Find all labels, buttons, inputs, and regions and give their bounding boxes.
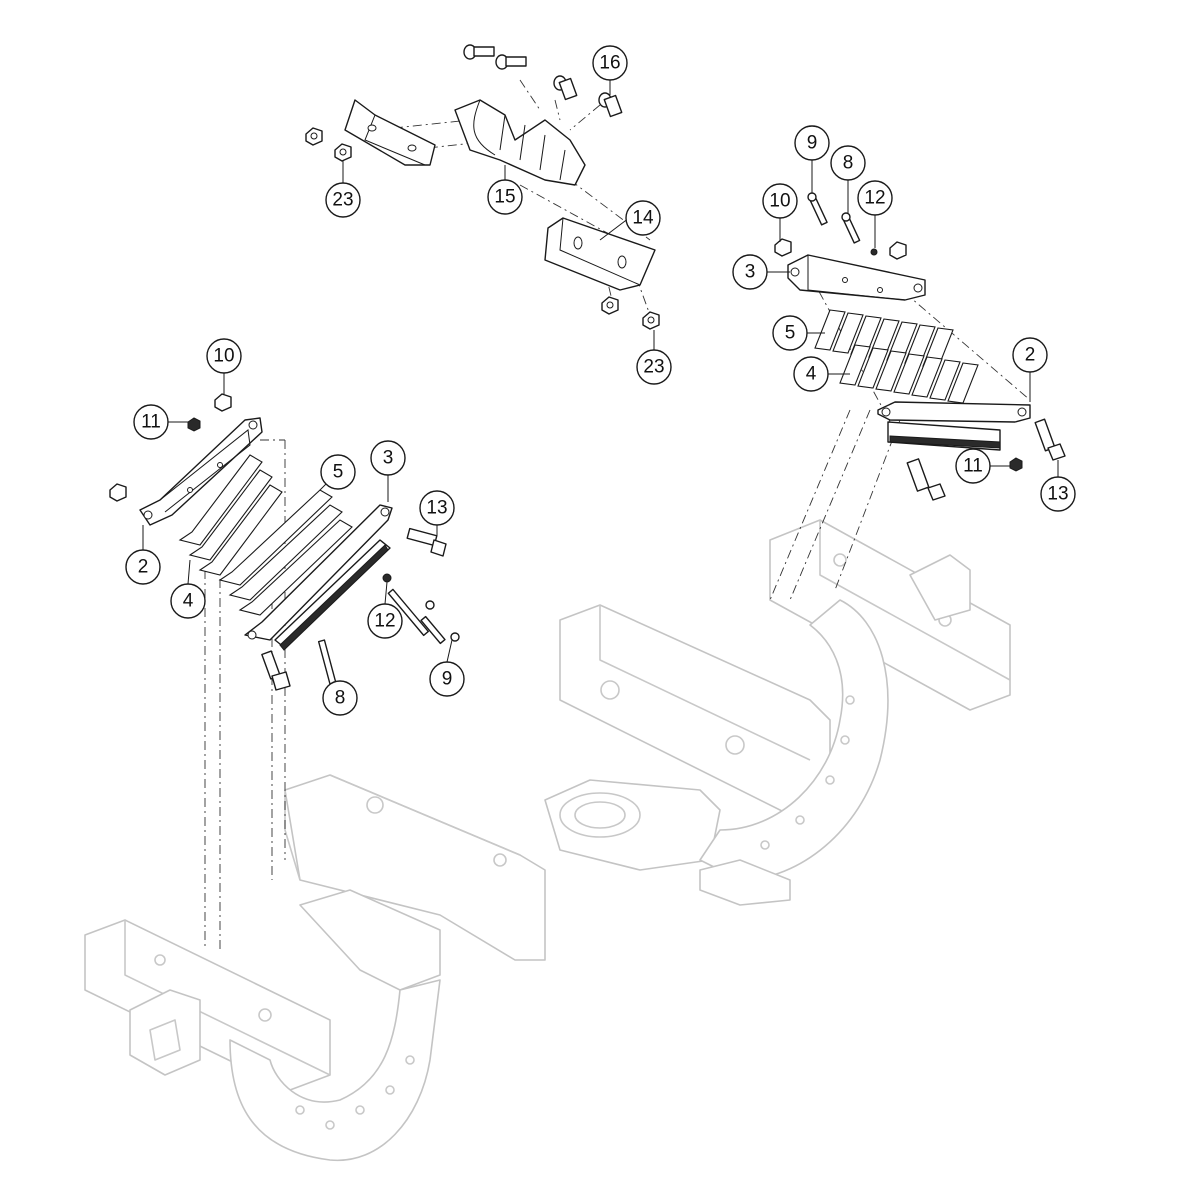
callout-23-top-right: 23 bbox=[636, 349, 672, 385]
right-hitch-frame bbox=[544, 519, 1011, 906]
svg-text:13: 13 bbox=[426, 498, 447, 519]
callout-13-left: 13 bbox=[419, 490, 455, 526]
right-top-bracket bbox=[787, 254, 926, 301]
callout-12-right: 12 bbox=[857, 180, 893, 216]
callout-11-left: 11 bbox=[133, 404, 169, 440]
svg-text:23: 23 bbox=[643, 357, 664, 378]
svg-text:8: 8 bbox=[843, 153, 854, 174]
svg-text:11: 11 bbox=[141, 412, 161, 433]
right-bottom-bracket bbox=[877, 401, 1031, 423]
callout-8-right: 8 bbox=[830, 145, 866, 181]
svg-text:3: 3 bbox=[383, 448, 394, 469]
svg-text:2: 2 bbox=[1025, 345, 1036, 366]
svg-text:10: 10 bbox=[213, 346, 234, 367]
svg-text:9: 9 bbox=[807, 133, 818, 154]
hex-nuts-23 bbox=[305, 127, 660, 330]
callout-3-left: 3 bbox=[370, 440, 406, 476]
callout-3-right: 3 bbox=[732, 254, 768, 290]
svg-text:23: 23 bbox=[332, 190, 353, 211]
callout-16: 16 bbox=[592, 45, 628, 81]
callout-11-right: 11 bbox=[955, 448, 991, 484]
callout-13-right: 13 bbox=[1040, 476, 1076, 512]
callout-4-right: 4 bbox=[793, 356, 829, 392]
right-slats-4 bbox=[839, 344, 979, 404]
callout-4-left: 4 bbox=[170, 583, 206, 619]
svg-text:16: 16 bbox=[599, 53, 620, 74]
deflector-part-15 bbox=[454, 99, 586, 186]
leader-lines bbox=[142, 77, 1059, 697]
svg-text:11: 11 bbox=[963, 456, 983, 477]
callout-10-right: 10 bbox=[762, 183, 798, 219]
callout-5-right: 5 bbox=[772, 315, 808, 351]
callouts: 16 23 15 14 23 9 8 10 12 3 5 4 2 11 13 1… bbox=[125, 45, 1076, 716]
svg-text:10: 10 bbox=[769, 191, 790, 212]
callout-23-top-left: 23 bbox=[325, 182, 361, 218]
left-back-bracket bbox=[139, 417, 263, 526]
right-bolts-13 bbox=[906, 418, 1066, 501]
svg-text:3: 3 bbox=[745, 262, 756, 283]
left-bracket-assembly bbox=[109, 393, 460, 697]
callout-14: 14 bbox=[625, 200, 661, 236]
svg-text:13: 13 bbox=[1047, 484, 1068, 505]
left-hitch-frame bbox=[84, 774, 546, 1162]
carriage-bolts bbox=[463, 44, 623, 118]
callout-15: 15 bbox=[487, 179, 523, 215]
callout-2-left: 2 bbox=[125, 549, 161, 585]
svg-text:2: 2 bbox=[138, 557, 149, 578]
svg-text:5: 5 bbox=[785, 323, 796, 344]
svg-text:5: 5 bbox=[333, 462, 344, 483]
top-deflector-assembly bbox=[305, 44, 660, 330]
callout-9-left: 9 bbox=[429, 661, 465, 697]
svg-text:12: 12 bbox=[864, 188, 885, 209]
svg-text:12: 12 bbox=[374, 611, 395, 632]
svg-text:9: 9 bbox=[442, 669, 453, 690]
callout-12-left: 12 bbox=[367, 603, 403, 639]
left-slats-5 bbox=[218, 489, 353, 616]
callout-10-left: 10 bbox=[206, 338, 242, 374]
left-front-bracket bbox=[244, 504, 393, 641]
svg-text:4: 4 bbox=[806, 364, 817, 385]
svg-text:15: 15 bbox=[494, 187, 515, 208]
callout-9-right: 9 bbox=[794, 125, 830, 161]
callout-5-left: 5 bbox=[320, 454, 356, 490]
callout-8-left: 8 bbox=[322, 680, 358, 716]
svg-text:4: 4 bbox=[183, 591, 194, 612]
callout-2-right: 2 bbox=[1012, 337, 1048, 373]
left-slats-4 bbox=[178, 454, 283, 576]
svg-text:8: 8 bbox=[335, 688, 346, 709]
svg-text:14: 14 bbox=[632, 208, 654, 229]
left-angle-bracket bbox=[344, 99, 436, 166]
